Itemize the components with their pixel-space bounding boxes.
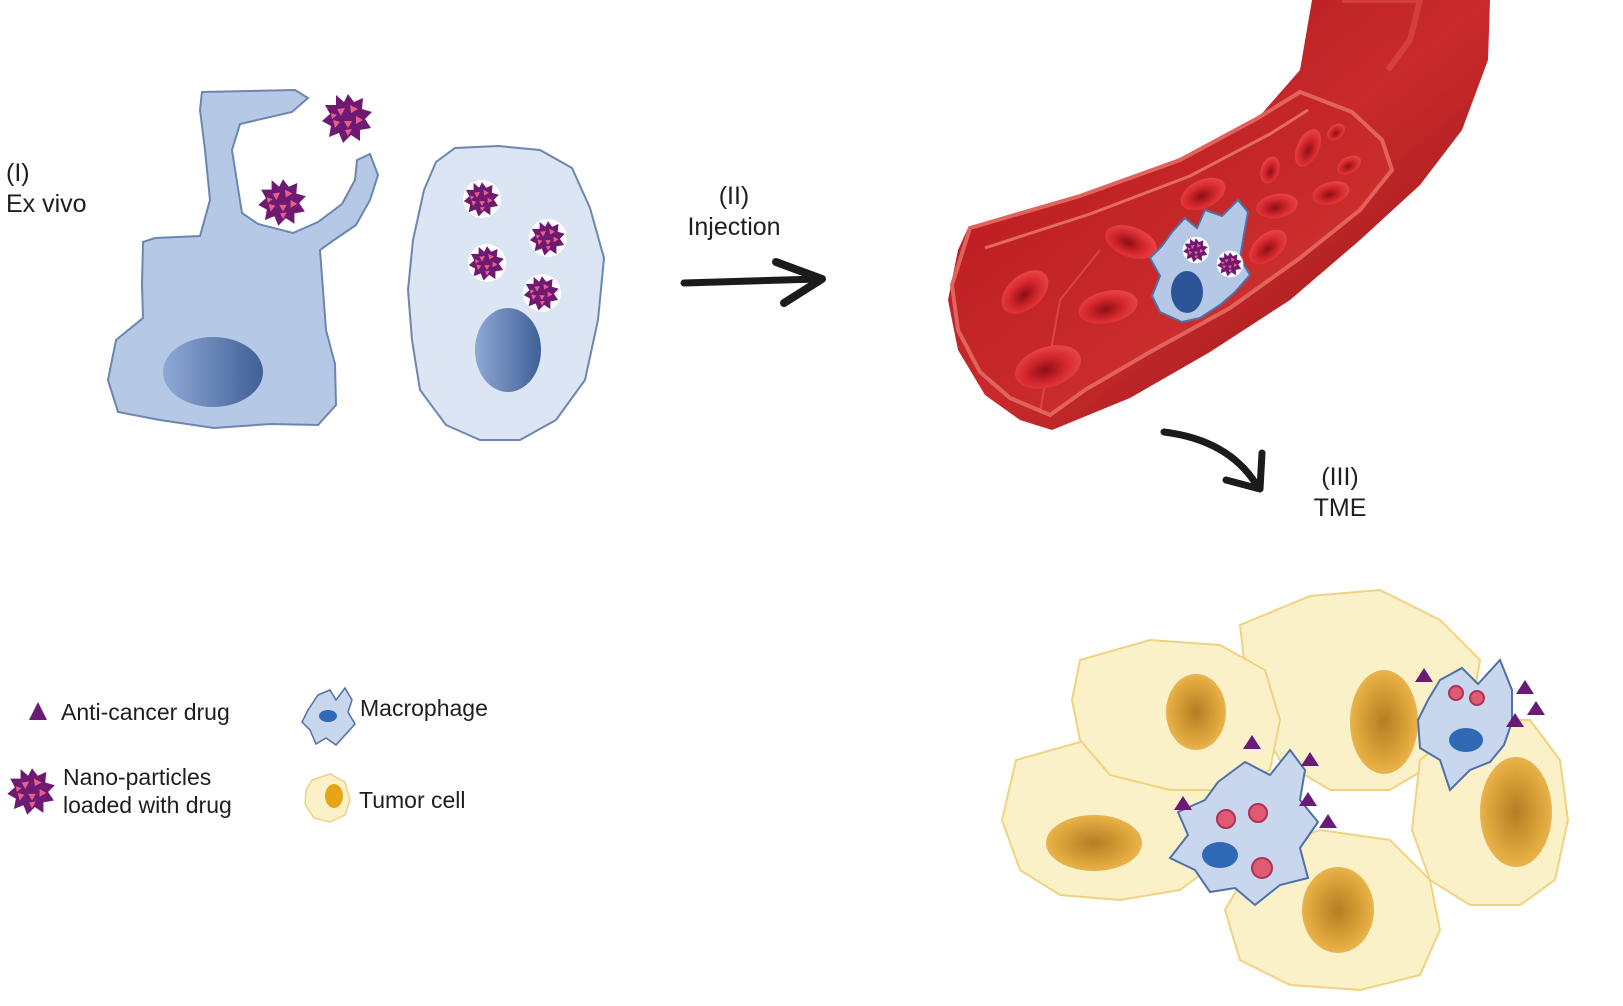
step-3-label: TME (1313, 494, 1367, 522)
macrophage-cell-left (106, 88, 380, 430)
nanoparticle-icon (1183, 237, 1210, 264)
nanoparticle-legend-icon (7, 768, 55, 815)
nanoparticle-icon (322, 94, 372, 143)
legend-macrophage-label: Macrophage (360, 695, 488, 721)
legend-nanoparticle-label-2: loaded with drug (63, 792, 232, 818)
nucleus-left (163, 337, 263, 407)
step-2-label: Injection (687, 213, 781, 241)
step-1-label: Ex vivo (6, 190, 87, 218)
macrophage-tme-left (1168, 748, 1320, 907)
step-1-number: (I) (6, 159, 30, 187)
nanoparticle-icon (463, 180, 501, 218)
injection-arrow-icon (680, 258, 826, 307)
step-3-number: (III) (1321, 463, 1359, 491)
drug-triangle-icon (29, 702, 47, 720)
macrophage-cell-loaded (406, 144, 606, 441)
macrophage-tme-right (1416, 658, 1513, 792)
nanoparticle-icon (529, 219, 567, 257)
legend (7, 686, 356, 823)
tme-arrow-icon (1160, 428, 1266, 493)
drug-triangles (1174, 668, 1545, 828)
nanoparticle-icon (258, 179, 306, 226)
nucleus-loaded (475, 308, 541, 392)
red-blood-cells (1001, 123, 1361, 389)
legend-tumor-label: Tumor cell (359, 787, 466, 813)
legend-nanoparticle-label-1: Nano-particles (63, 764, 212, 790)
nanoparticle-icon (1217, 251, 1244, 278)
nanoparticle-icon (468, 244, 506, 282)
legend-drug-label: Anti-cancer drug (61, 699, 230, 725)
step-2-number: (II) (718, 182, 750, 210)
nanoparticle-icon (523, 274, 561, 312)
